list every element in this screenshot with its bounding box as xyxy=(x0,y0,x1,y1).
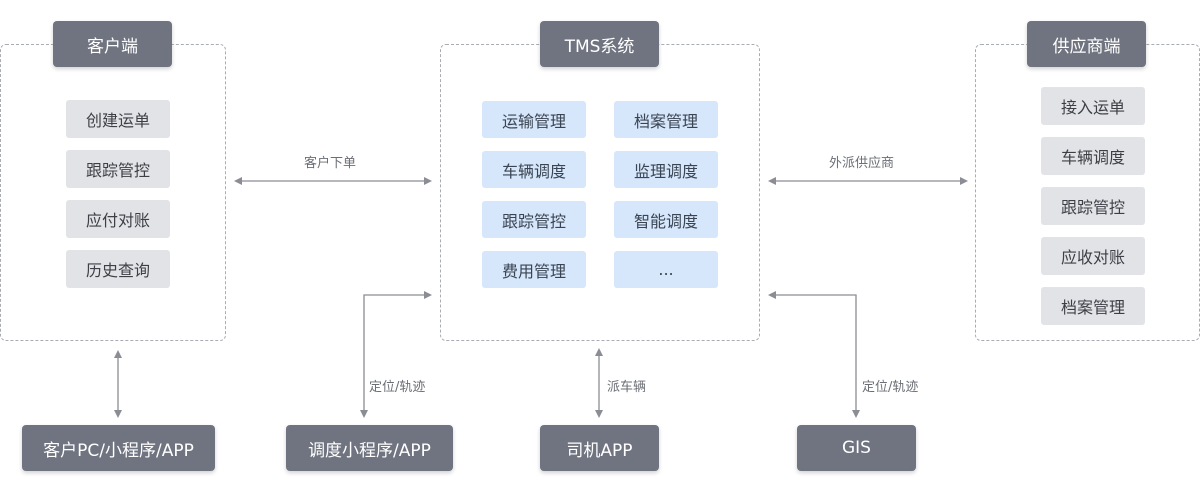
tms-item-smart-dispatch: 智能调度 xyxy=(614,201,718,238)
supplier-item-receivable: 应收对账 xyxy=(1041,237,1145,275)
supplier-item-tracking: 跟踪管控 xyxy=(1041,187,1145,225)
gis-arrow xyxy=(768,291,860,418)
driver-app-endpoint: 司机APP xyxy=(540,425,659,471)
outsource-supplier-label: 外派供应商 xyxy=(826,152,898,171)
tms-item-archive-mgmt: 档案管理 xyxy=(614,101,718,138)
tms-item-transport-mgmt: 运输管理 xyxy=(482,101,586,138)
supplier-header: 供应商端 xyxy=(1027,21,1146,67)
gis-endpoint: GIS xyxy=(797,425,916,471)
customer-item-history: 历史查询 xyxy=(66,250,170,288)
customer-item-tracking: 跟踪管控 xyxy=(66,150,170,188)
customer-pc-endpoint: 客户PC/小程序/APP xyxy=(22,425,215,471)
dispatch-app-arrow xyxy=(360,291,432,418)
positioning-track-left-label: 定位/轨迹 xyxy=(366,376,429,395)
tms-item-expense-mgmt: 费用管理 xyxy=(482,251,586,288)
supplier-item-receive-order: 接入运单 xyxy=(1041,87,1145,125)
customer-item-create-order: 创建运单 xyxy=(66,100,170,138)
customer-order-label: 客户下单 xyxy=(301,152,360,171)
tms-item-supervision: 监理调度 xyxy=(614,151,718,188)
tms-header: TMS系统 xyxy=(540,21,659,67)
tms-item-tracking: 跟踪管控 xyxy=(482,201,586,238)
customer-header: 客户端 xyxy=(53,21,172,67)
customer-item-payable: 应付对账 xyxy=(66,200,170,238)
dispatch-vehicle-label: 派车辆 xyxy=(604,376,650,395)
positioning-track-right-label: 定位/轨迹 xyxy=(859,376,922,395)
tms-item-more: ... xyxy=(614,251,718,288)
supplier-item-vehicle-dispatch: 车辆调度 xyxy=(1041,137,1145,175)
supplier-item-archive: 档案管理 xyxy=(1041,287,1145,325)
tms-item-vehicle-dispatch: 车辆调度 xyxy=(482,151,586,188)
dispatch-app-endpoint: 调度小程序/APP xyxy=(286,425,453,471)
